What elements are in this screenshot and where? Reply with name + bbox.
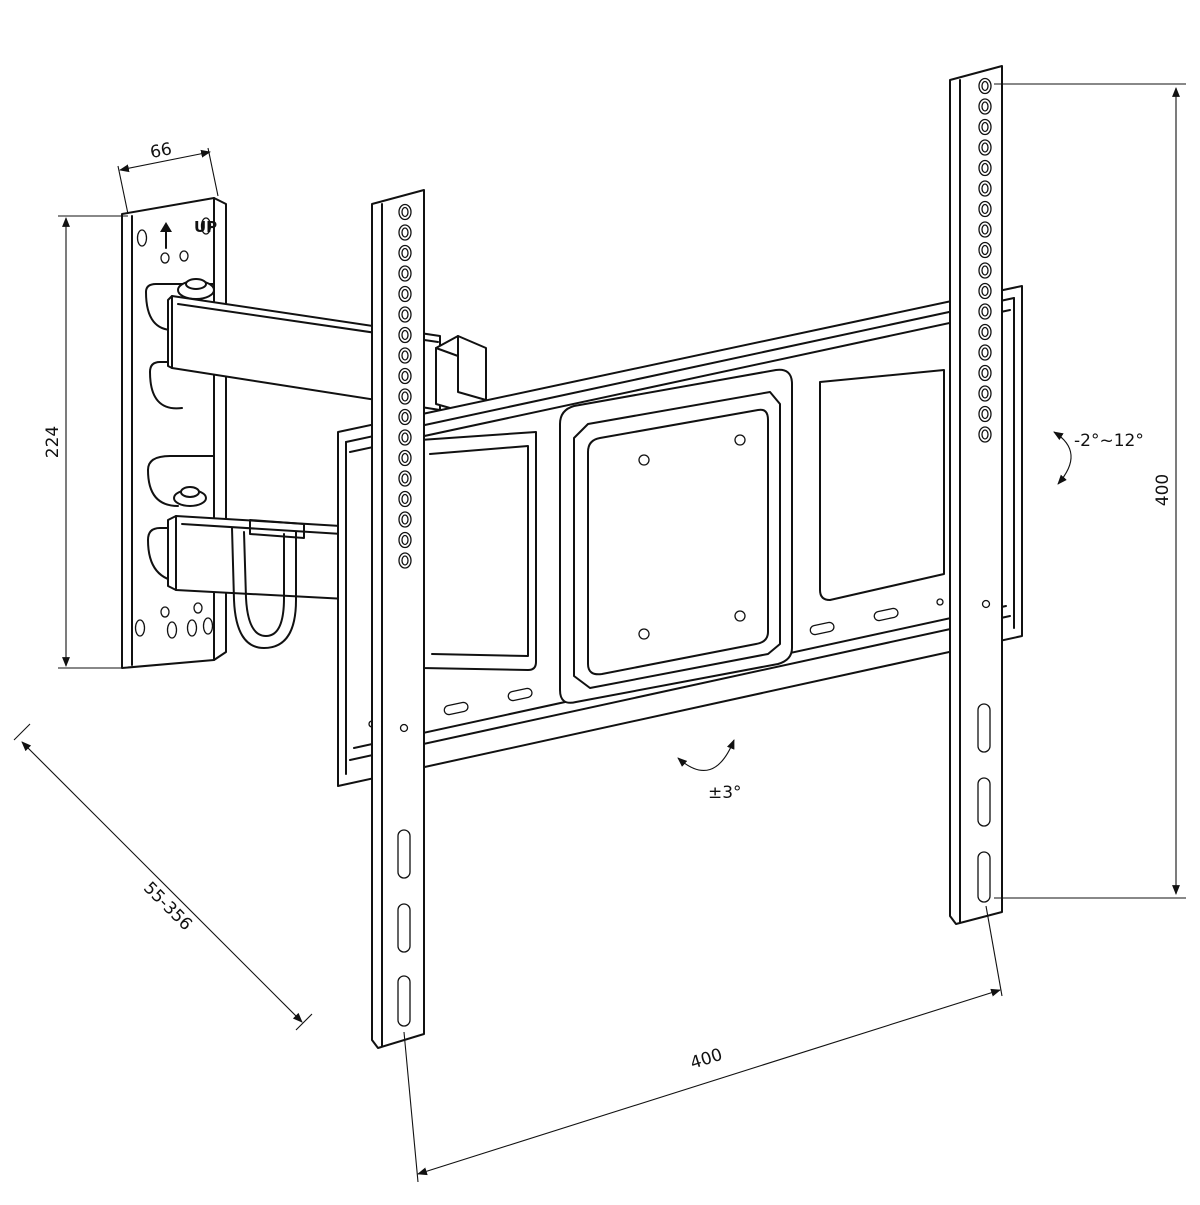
strap-hole-inner <box>981 326 989 338</box>
strap-hole-inner <box>401 227 409 238</box>
strap-hole-inner <box>981 347 989 358</box>
strap-hole <box>398 388 412 405</box>
strap-hole-inner <box>981 265 989 276</box>
strap-hole-inner <box>401 514 409 525</box>
strap-hole <box>978 426 992 443</box>
strap-hole <box>398 408 412 426</box>
dimension-wall-plate-width: 66 <box>117 139 219 215</box>
strap-hole <box>398 347 412 364</box>
rotation-angle-indicator: ±3° <box>677 739 742 803</box>
strap-hole <box>978 200 992 218</box>
strap-hole-inner <box>401 329 409 341</box>
strap-hole <box>398 470 412 487</box>
strap-hole <box>398 306 412 323</box>
strap-hole <box>398 449 412 467</box>
left-tv-strap <box>371 189 425 1049</box>
strap-hole <box>978 303 992 320</box>
strap-hole-inner <box>401 206 409 218</box>
strap-hole <box>398 490 412 508</box>
strap-hole <box>398 285 412 303</box>
strap-hole <box>398 203 412 221</box>
strap-hole-inner <box>981 80 989 92</box>
strap-hole-inner <box>981 224 989 235</box>
strap-hole-inner <box>401 452 409 464</box>
dim-label-400-horizontal: 400 <box>688 1045 725 1074</box>
strap-hole-inner <box>981 203 989 215</box>
strap-hole-inner <box>981 142 989 153</box>
strap-hole <box>978 282 992 300</box>
dimension-extension: 55-356 <box>13 723 313 1031</box>
strap-hole-inner <box>981 408 989 420</box>
strap-hole-inner <box>981 367 989 379</box>
strap-hole-inner <box>981 388 989 399</box>
strap-hole-inner <box>401 268 409 279</box>
strap-hole-inner <box>401 555 409 566</box>
strap-hole <box>978 405 992 423</box>
strap-hole <box>398 244 412 262</box>
strap-hole-inner <box>401 309 409 320</box>
strap-hole <box>398 531 412 549</box>
strap-hole <box>978 77 992 95</box>
strap-hole <box>398 429 412 446</box>
strap-hole <box>398 265 412 282</box>
strap-hole-inner <box>401 288 409 300</box>
strap-hole-inner <box>981 162 989 174</box>
strap-hole <box>398 326 412 344</box>
strap-hole-inner <box>401 411 409 423</box>
strap-hole-inner <box>981 285 989 297</box>
right-tv-strap <box>949 65 1003 925</box>
strap-hole-inner <box>981 101 989 112</box>
strap-hole <box>978 323 992 341</box>
wall-plate: UP <box>121 197 227 669</box>
wall-plate-holes <box>134 217 214 639</box>
strap-hole-inner <box>981 429 989 440</box>
strap-hole <box>398 367 412 385</box>
right-strap-holes <box>978 77 992 443</box>
dimension-vesa-horizontal: 400 <box>403 905 1003 1183</box>
strap-hole <box>978 385 992 402</box>
dimension-vesa-vertical: 400 <box>994 83 1186 899</box>
strap-hole-inner <box>401 432 409 443</box>
strap-hole-inner <box>401 247 409 259</box>
strap-hole <box>978 262 992 279</box>
strap-hole <box>978 241 992 259</box>
left-strap-holes <box>398 203 412 569</box>
strap-hole-inner <box>401 473 409 484</box>
tilt-angle-label: -2°~12° <box>1074 431 1144 451</box>
strap-hole <box>978 344 992 361</box>
horizontal-rail <box>337 285 1023 787</box>
dim-label-55-356: 55-356 <box>139 878 196 935</box>
strap-hole-inner <box>981 121 989 133</box>
dim-label-224: 224 <box>43 426 63 458</box>
strap-hole-inner <box>401 391 409 402</box>
strap-hole <box>978 180 992 197</box>
strap-hole <box>978 364 992 382</box>
strap-hole <box>398 552 412 569</box>
up-arrow-icon <box>160 222 172 249</box>
strap-hole <box>978 118 992 136</box>
up-marker-label: UP <box>194 218 217 236</box>
tilt-angle-indicator: -2°~12° <box>1053 431 1144 485</box>
strap-hole-inner <box>401 493 409 505</box>
strap-hole-inner <box>401 370 409 382</box>
strap-hole <box>398 511 412 528</box>
dim-label-400-vertical: 400 <box>1153 474 1173 506</box>
strap-hole-inner <box>401 350 409 361</box>
strap-hole-inner <box>981 183 989 194</box>
dimension-wall-plate-height: 224 <box>43 215 128 669</box>
rotation-angle-label: ±3° <box>708 783 742 803</box>
strap-hole <box>978 159 992 177</box>
strap-hole <box>398 224 412 241</box>
strap-hole-inner <box>981 306 989 317</box>
strap-hole <box>978 139 992 156</box>
strap-hole-inner <box>401 534 409 546</box>
dim-label-66: 66 <box>149 139 174 163</box>
strap-hole <box>978 221 992 238</box>
strap-hole <box>978 98 992 115</box>
strap-hole-inner <box>981 244 989 256</box>
